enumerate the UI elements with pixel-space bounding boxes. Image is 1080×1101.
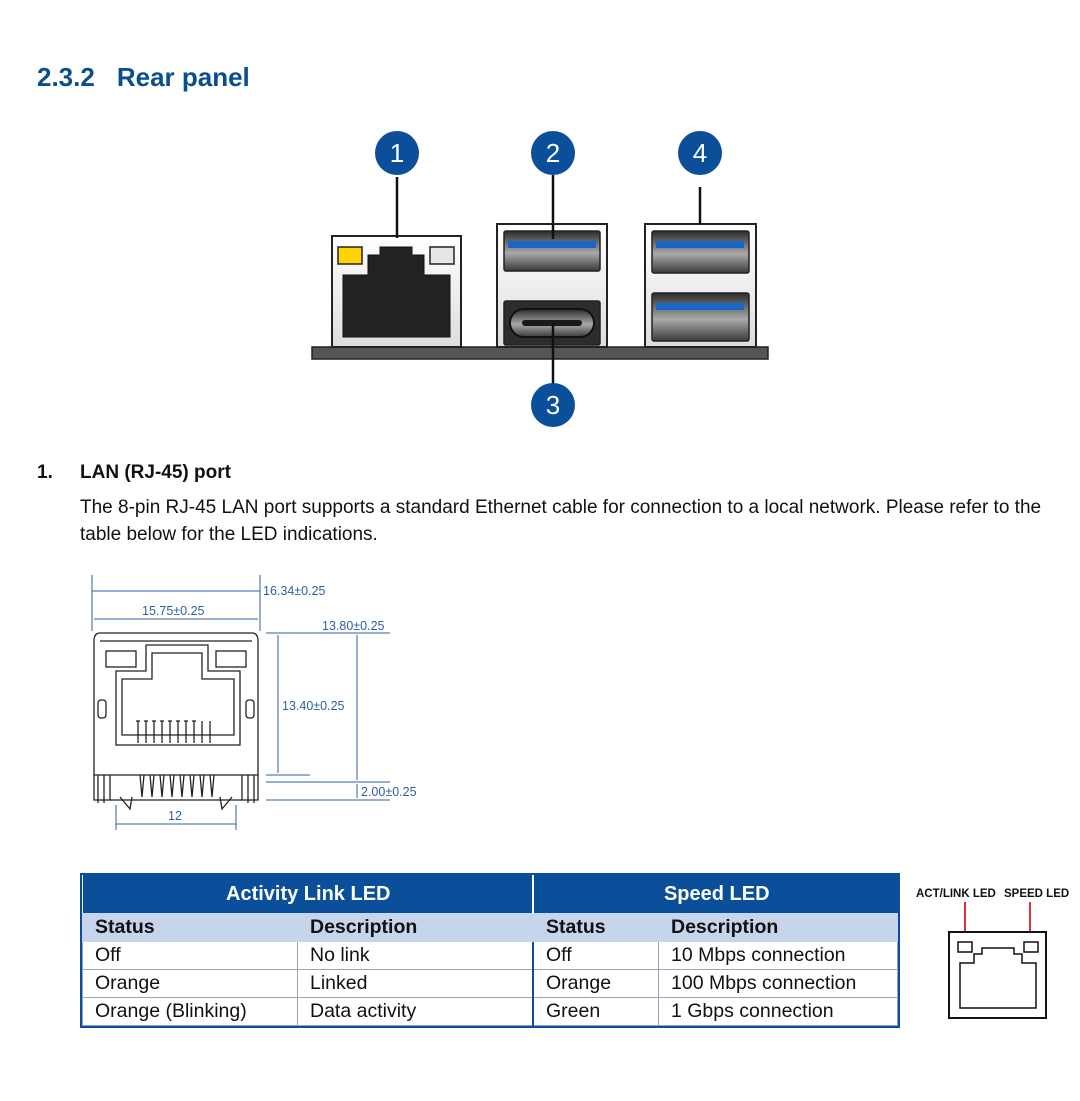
table-cell: Orange <box>532 969 659 998</box>
board-strip <box>311 346 769 360</box>
table-header-row: Status Description Status Description <box>82 913 898 942</box>
lan-port-graphic <box>331 235 462 348</box>
table-cell: Linked <box>297 969 534 998</box>
callout-2: 2 <box>531 131 575 175</box>
lan-led-yellow <box>337 246 363 265</box>
table-cell: Off <box>532 941 659 970</box>
act-link-led-label: ACT/LINK LED <box>916 888 996 900</box>
section-title: 2.3.2 Rear panel <box>37 62 250 93</box>
item-description: The 8-pin RJ-45 LAN port supports a stan… <box>80 497 1042 545</box>
dim-total-height: 13.80±0.25 <box>322 619 385 633</box>
table-cell: Off <box>82 941 298 970</box>
table-cell: Orange <box>82 969 298 998</box>
section-title-text: Rear panel <box>116 62 250 92</box>
column-header: Description <box>297 913 534 942</box>
svg-text:3: 3 <box>546 390 560 420</box>
callout-3: 3 <box>531 383 575 427</box>
column-header: Status <box>532 913 659 942</box>
dim-pin-span: 12 <box>168 809 182 823</box>
column-header: Status <box>82 913 298 942</box>
rear-panel-illustration: 1 2 3 4 <box>311 131 769 427</box>
table-row: Orange Linked Orange 100 Mbps connection <box>82 969 898 998</box>
svg-text:2: 2 <box>546 138 560 168</box>
item-heading: 1. LAN (RJ-45) port <box>37 462 231 484</box>
usb-stack-2-graphic <box>644 223 757 348</box>
item-title: LAN (RJ-45) port <box>80 462 231 483</box>
solder-legs <box>97 774 255 811</box>
act-link-led-indicator <box>957 941 973 953</box>
svg-text:1: 1 <box>390 138 404 168</box>
dim-total-width: 16.34±0.25 <box>263 584 326 598</box>
dim-body-height: 13.40±0.25 <box>282 699 345 713</box>
speed-led-label: SPEED LED <box>1004 888 1069 900</box>
table-cell: 100 Mbps connection <box>658 969 898 998</box>
activity-link-led-title: Activity Link LED <box>82 875 533 914</box>
column-header: Description <box>658 913 898 942</box>
jack-outline <box>959 947 1037 1009</box>
table-row: Off No link Off 10 Mbps connection <box>82 941 898 970</box>
callout-1: 1 <box>375 131 419 175</box>
lan-led-grey <box>429 246 455 265</box>
table-cell: Orange (Blinking) <box>82 997 298 1026</box>
usb3-tongue <box>508 241 596 248</box>
table-row: Orange (Blinking) Data activity Green 1 … <box>82 997 898 1026</box>
speed-led-title: Speed LED <box>532 875 898 914</box>
section-number: 2.3.2 <box>37 62 95 92</box>
svg-text:4: 4 <box>693 138 707 168</box>
table-cell: Data activity <box>297 997 534 1026</box>
table-cell: 10 Mbps connection <box>658 941 898 970</box>
item-number: 1. <box>37 462 53 483</box>
led-location-diagram: ACT/LINK LED SPEED LED <box>916 888 1069 1019</box>
dim-body-width: 15.75±0.25 <box>142 604 205 618</box>
callout-4: 4 <box>678 131 722 175</box>
table-cell: 1 Gbps connection <box>658 997 898 1026</box>
table-cell: Green <box>532 997 659 1026</box>
speed-led-indicator <box>1023 941 1039 953</box>
table-cell: No link <box>297 941 534 970</box>
led-indication-table: Activity Link LED Speed LED Status Descr… <box>80 873 900 1028</box>
rj45-dimension-drawing: 16.34±0.25 15.75±0.25 13.80±0.25 13.40±0… <box>91 575 417 830</box>
dim-pin-height: 2.00±0.25 <box>361 785 417 799</box>
contact-pins <box>136 720 211 743</box>
